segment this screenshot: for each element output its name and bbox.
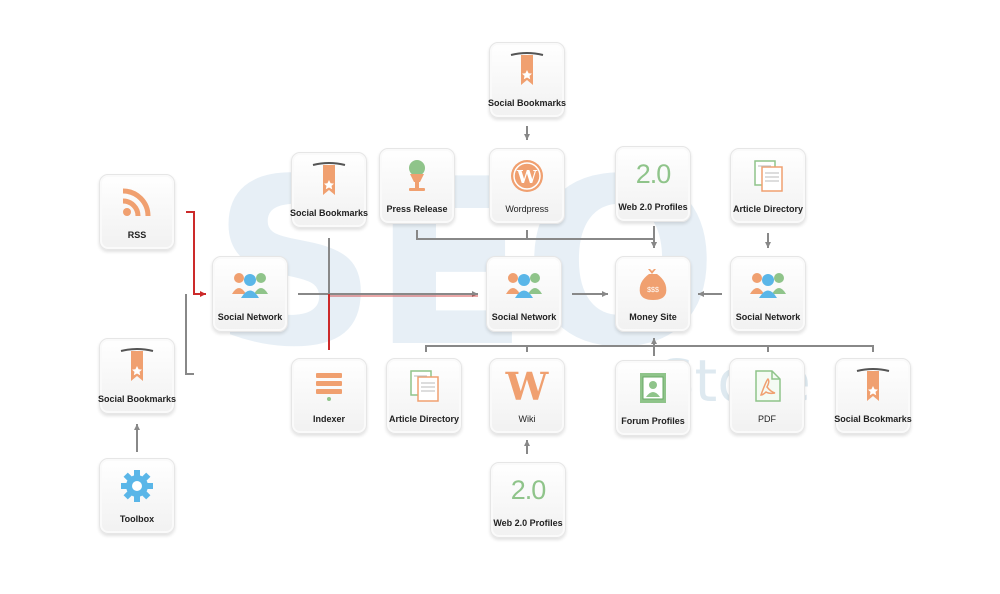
money-bag-icon: $$$	[632, 265, 674, 303]
node-label: Web 2.0 Profiles	[493, 518, 563, 528]
wordpress-icon: W	[506, 157, 548, 195]
bookmark-ribbon-icon	[852, 367, 894, 405]
node-indexer[interactable]: Indexer	[291, 358, 367, 434]
bookmark-ribbon-icon	[308, 161, 350, 199]
node-article-directory-bottom[interactable]: Article Directory	[386, 358, 462, 434]
connector-bottom-row-bar	[425, 345, 874, 352]
web20-icon: 2.0	[507, 471, 549, 509]
svg-text:W: W	[516, 167, 538, 188]
node-label: Wiki	[518, 414, 536, 424]
list-icon	[308, 367, 350, 405]
node-money-site[interactable]: $$$ Money Site	[615, 256, 691, 332]
node-label: Social Bcokmarks	[834, 414, 912, 424]
web20-icon-text: 2.	[635, 158, 658, 189]
node-label: RSS	[127, 230, 147, 240]
node-social-network-right[interactable]: Social Network	[730, 256, 806, 332]
node-label: Press Release	[386, 204, 448, 214]
web20-icon: 2.0	[632, 155, 674, 193]
pdf-icon	[746, 367, 788, 405]
node-label: Social Network	[491, 312, 557, 322]
people-icon	[229, 265, 271, 303]
gear-icon	[116, 467, 158, 505]
node-wordpress[interactable]: W Wordpress	[489, 148, 565, 224]
node-pdf[interactable]: PDF	[729, 358, 805, 434]
node-label: Money Site	[629, 312, 677, 322]
connector-publishing-to-money-site	[416, 230, 657, 248]
wikipedia-icon-text: W	[505, 363, 549, 409]
web20-icon-text-suffix: 0	[531, 474, 546, 505]
node-rss[interactable]: RSS	[99, 174, 175, 250]
wikipedia-icon: W	[506, 364, 549, 409]
node-label: Social Bookmarks	[289, 208, 369, 218]
node-label: Article Directory	[732, 204, 804, 214]
node-label: Social Bookmarks	[487, 98, 567, 108]
people-icon	[747, 265, 789, 303]
forum-profile-icon	[632, 369, 674, 407]
node-article-directory-right[interactable]: Article Directory	[730, 148, 806, 224]
node-label: Toolbox	[119, 514, 155, 524]
money-bag-icon-text: $$$	[647, 287, 659, 294]
node-label: Forum Profiles	[621, 416, 685, 426]
node-social-network-center[interactable]: Social Network	[486, 256, 562, 332]
node-label: Web 2.0 Profiles	[618, 202, 688, 212]
people-icon	[503, 265, 545, 303]
node-label: Social Bookmarks	[97, 394, 177, 404]
node-web20-bottom[interactable]: 2.0 Web 2.0 Profiles	[490, 462, 566, 538]
node-label: PDF	[758, 414, 776, 424]
node-label: Wordpress	[505, 204, 549, 214]
node-social-bookmarks-right[interactable]: Social Bcokmarks	[834, 358, 912, 434]
node-press-release[interactable]: Press Release	[379, 148, 455, 224]
node-forum-profiles[interactable]: Forum Profiles	[615, 360, 691, 436]
node-label: Social Network	[735, 312, 801, 322]
node-label: Social Network	[217, 312, 283, 322]
node-web20-top[interactable]: 2.0 Web 2.0 Profiles	[615, 146, 691, 222]
web20-icon-text: 2.	[510, 474, 533, 505]
web20-icon-text-suffix: 0	[656, 158, 671, 189]
rss-icon	[116, 183, 158, 221]
node-social-bookmarks-mid[interactable]: Social Bookmarks	[290, 152, 368, 228]
node-social-bookmarks-top[interactable]: Social Bookmarks	[488, 42, 566, 118]
node-social-bookmarks-left[interactable]: Social Bookmarks	[98, 338, 176, 414]
node-toolbox[interactable]: Toolbox	[99, 458, 175, 534]
connector-bracket-red	[186, 211, 206, 297]
microphone-icon	[396, 157, 438, 195]
bookmark-ribbon-icon	[506, 51, 548, 89]
connector-bracket-gray	[185, 294, 194, 375]
node-social-network-left[interactable]: Social Network	[212, 256, 288, 332]
documents-icon	[747, 157, 789, 195]
node-label: Indexer	[312, 414, 345, 424]
documents-icon	[403, 367, 445, 405]
node-wiki[interactable]: W Wiki	[489, 358, 565, 434]
bookmark-ribbon-icon	[116, 347, 158, 385]
node-label: Article Directory	[388, 414, 460, 424]
